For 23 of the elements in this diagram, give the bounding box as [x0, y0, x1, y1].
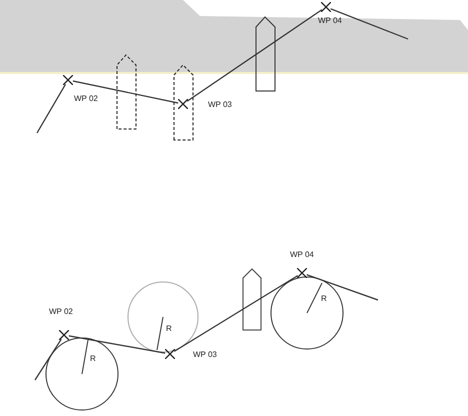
waypoint-cross — [59, 330, 69, 340]
waypoint-cross — [165, 349, 175, 359]
waypoint-label: WP 02 — [74, 95, 98, 103]
waypoint-label: WP 04 — [290, 251, 314, 259]
route-line — [34, 338, 62, 380]
route-line — [330, 8, 408, 40]
route-line — [68, 335, 166, 354]
route-line — [72, 80, 178, 104]
route-line — [186, 9, 322, 102]
radius-label: R — [321, 295, 327, 303]
waypoint-cross — [178, 99, 188, 109]
waypoint-cross — [63, 75, 73, 85]
waypoint-label: WP 02 — [49, 308, 73, 316]
waypoint-label: WP 03 — [208, 101, 232, 109]
radius-label: R — [166, 325, 172, 333]
radius-label: R — [90, 355, 96, 363]
route-line — [174, 275, 298, 352]
waypoint-label: WP 04 — [318, 17, 342, 25]
route-line — [36, 84, 66, 134]
route-line — [306, 274, 378, 301]
waypoint-label: WP 03 — [193, 351, 217, 359]
waypoint-cross — [297, 268, 307, 278]
waypoint-cross — [321, 2, 331, 12]
